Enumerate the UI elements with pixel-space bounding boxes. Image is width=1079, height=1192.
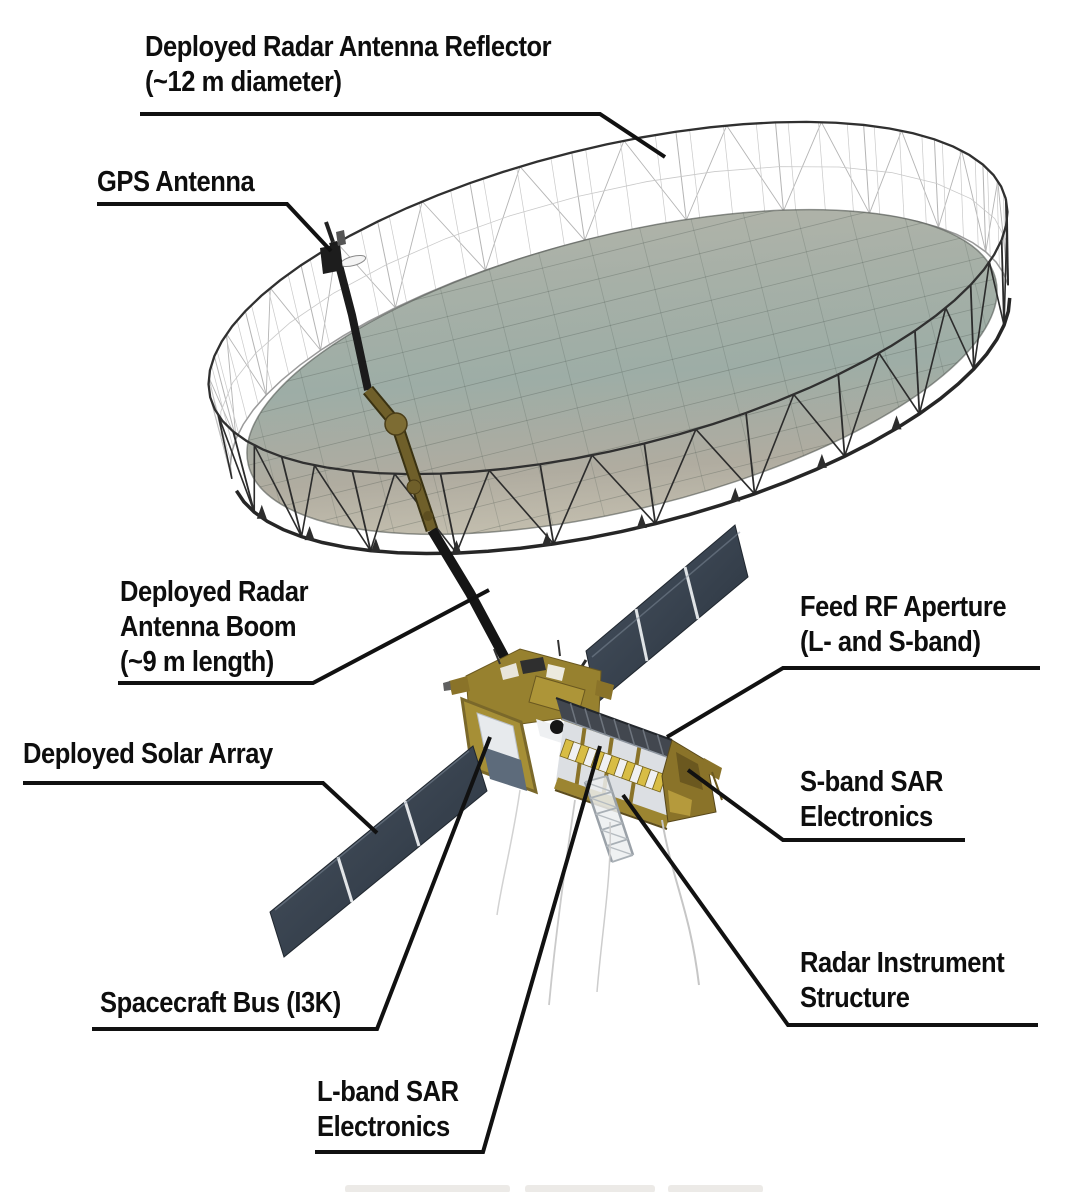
reflector-rim	[207, 120, 1012, 556]
leader-gps	[97, 202, 333, 253]
label-radar-structure: Radar Instrument Structure	[800, 946, 1005, 1016]
leader-boom	[118, 588, 490, 685]
label-solar-line1: Deployed Solar Array	[23, 738, 273, 770]
label-sband-line1: S-band SAR	[800, 766, 944, 798]
label-reflector-line2: (~12 m diameter)	[145, 66, 342, 98]
label-bus-line1: Spacecraft Bus (I3K)	[100, 987, 341, 1019]
label-feed: Feed RF Aperture (L- and S-band)	[800, 590, 1007, 660]
label-reflector: Deployed Radar Antenna Reflector (~12 m …	[145, 30, 552, 100]
label-gps-line1: GPS Antenna	[97, 166, 255, 198]
label-boom-line1: Deployed Radar	[120, 576, 309, 608]
leader-bus	[92, 736, 492, 1031]
label-lband-line1: L-band SAR	[317, 1076, 459, 1108]
label-feed-line2: (L- and S-band)	[800, 626, 981, 658]
label-solar-array: Deployed Solar Array	[23, 737, 273, 772]
label-bus: Spacecraft Bus (I3K)	[100, 986, 341, 1021]
gps-antenna	[320, 230, 367, 274]
label-feed-line1: Feed RF Aperture	[800, 591, 1007, 623]
label-sband-line2: Electronics	[800, 801, 933, 833]
sband-electronics-endcap	[661, 739, 723, 823]
feed-rf-aperture	[555, 697, 679, 762]
reflector-truss-back	[208, 121, 1009, 479]
label-boom-line2: Antenna Boom	[120, 611, 297, 643]
label-boom-line3: (~9 m length)	[120, 646, 274, 678]
solar-array-upper	[570, 524, 749, 704]
leader-radar-structure	[621, 793, 1038, 1027]
leader-reflector	[140, 112, 667, 159]
label-boom: Deployed Radar Antenna Boom (~9 m length…	[120, 575, 309, 680]
bus-aperture-dot	[550, 720, 564, 734]
reflector-mesh-membrane	[215, 145, 1029, 599]
label-sband: S-band SAR Electronics	[800, 765, 943, 835]
label-radar-line2: Structure	[800, 982, 910, 1014]
label-gps: GPS Antenna	[97, 165, 255, 200]
label-lband: L-band SAR Electronics	[317, 1075, 459, 1145]
bottom-edge-artifact	[345, 1185, 763, 1192]
leader-lines	[23, 112, 1040, 1154]
leader-feed	[665, 666, 1040, 739]
leader-sband	[686, 768, 965, 842]
label-reflector-line1: Deployed Radar Antenna Reflector	[145, 31, 552, 63]
label-radar-line1: Radar Instrument	[800, 947, 1005, 979]
reflector-truss-front	[217, 198, 1010, 554]
leader-solar	[23, 781, 379, 835]
solar-array-lower	[269, 745, 488, 958]
feed-panel-dividers	[569, 703, 665, 756]
leader-lband	[315, 745, 602, 1154]
label-lband-line2: Electronics	[317, 1111, 450, 1143]
